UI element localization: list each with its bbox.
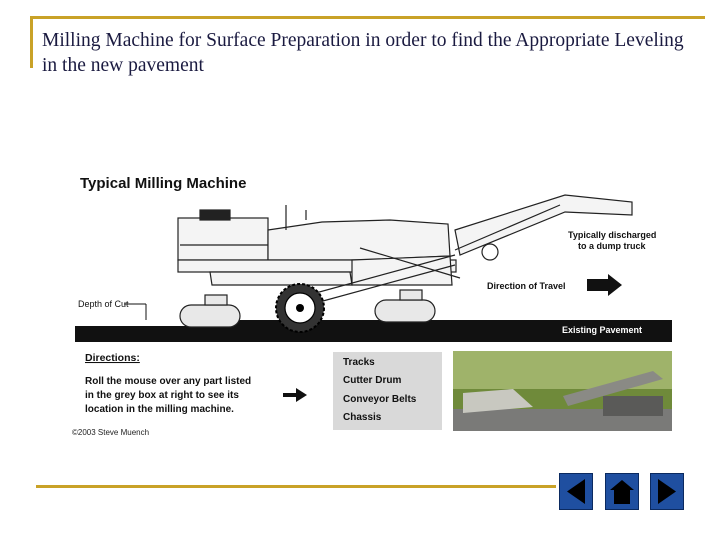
- milling-machine-diagram: Depth of Cut Typical Milling Machine Typ…: [72, 175, 672, 437]
- back-button[interactable]: [559, 473, 593, 510]
- directions-line-3: location in the milling machine.: [85, 404, 234, 415]
- directions-heading: Directions:: [85, 352, 140, 364]
- existing-pavement-label: Existing Pavement: [562, 325, 642, 335]
- part-chassis[interactable]: Chassis: [343, 412, 382, 423]
- cut-notch: [75, 320, 205, 326]
- parts-list-box: Tracks Cutter Drum Conveyor Belts Chassi…: [333, 352, 442, 430]
- home-icon: [610, 480, 634, 504]
- chassis: [177, 205, 457, 286]
- cutter-drum: [275, 283, 325, 333]
- diagram-heading: Typical Milling Machine: [80, 175, 246, 192]
- directions-arrow-icon: [283, 388, 307, 402]
- triangle-right-icon: [658, 479, 676, 504]
- copyright-text: ©2003 Steve Muench: [72, 428, 149, 437]
- part-conveyor-belts[interactable]: Conveyor Belts: [343, 394, 417, 405]
- triangle-left-icon: [567, 479, 585, 504]
- discharge-label-line1: Typically discharged: [568, 230, 656, 240]
- bottom-border-line: [36, 485, 556, 488]
- slide-title: Milling Machine for Surface Preparation …: [42, 30, 684, 76]
- depth-of-cut-label: Depth of Cut: [78, 299, 129, 309]
- directions-line-2: in the grey box at right to see its: [85, 390, 239, 401]
- direction-arrow-icon: [587, 274, 622, 296]
- home-button[interactable]: [605, 473, 639, 510]
- tracks: [179, 289, 436, 328]
- part-tracks[interactable]: Tracks: [343, 357, 375, 368]
- directions-line-1: Roll the mouse over any part listed: [85, 376, 251, 387]
- direction-label: Direction of Travel: [487, 281, 566, 291]
- left-border-line: [30, 16, 33, 68]
- part-cutter-drum[interactable]: Cutter Drum: [343, 375, 402, 386]
- site-photo: [453, 351, 672, 431]
- discharge-label-line2: to a dump truck: [578, 241, 646, 251]
- photo-illustration: [453, 351, 672, 431]
- forward-button[interactable]: [650, 473, 684, 510]
- top-border-line: [30, 16, 705, 19]
